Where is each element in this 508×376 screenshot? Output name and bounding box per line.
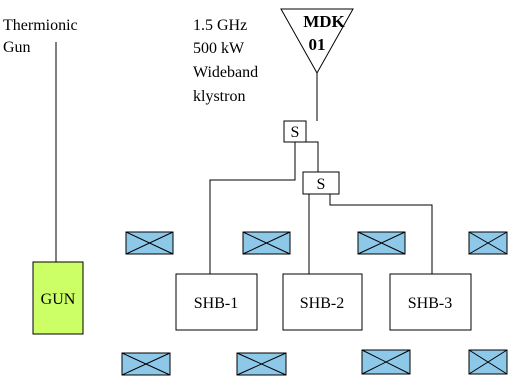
gun-box[interactable]	[32, 261, 84, 335]
klystron-caption-line-1: 1.5 GHz	[193, 17, 247, 34]
shb-3-label: SHB-3	[408, 295, 452, 312]
quadrupole-row-top	[125, 231, 508, 255]
gun-box-label: GUN	[41, 291, 76, 308]
klystron-caption-line-3: Wideband	[193, 64, 258, 81]
quadrupole-x-icon	[236, 352, 287, 376]
shb-1-label: SHB-1	[194, 295, 238, 312]
gun-caption-line-1: Thermionic	[3, 17, 78, 34]
shb-2-label: SHB-2	[300, 295, 344, 312]
klystron-caption-line-4: klystron	[193, 88, 245, 105]
klystron-triangle-icon[interactable]	[280, 8, 354, 75]
splitter-2[interactable]	[302, 171, 340, 195]
klystron-id-line-1: MDK	[303, 12, 345, 31]
quadrupole-x-icon	[121, 352, 171, 376]
klystron-id-line-2: 01	[309, 35, 326, 54]
rf-line-to-shb-3	[329, 194, 433, 274]
shb-1-box[interactable]	[175, 273, 258, 331]
rf-line-to-splitter-2	[306, 141, 319, 172]
quadrupole-x-icon	[361, 349, 411, 375]
shb-2-box[interactable]	[282, 273, 363, 331]
klystron-caption-line-2: 500 kW	[193, 40, 245, 57]
quadrupole-x-icon	[242, 231, 291, 255]
quadrupole-x-icon	[357, 231, 406, 255]
quadrupole-x-icon	[125, 231, 174, 255]
gun-caption-line-2: Gun	[3, 39, 31, 56]
splitter-2-label: S	[317, 176, 326, 193]
rf-line-to-shb-1	[209, 142, 296, 274]
quadrupole-row-bottom	[121, 349, 508, 376]
shb-3-box[interactable]	[389, 273, 472, 331]
quadrupole-x-icon	[468, 349, 508, 375]
splitter-1-label: S	[291, 124, 300, 141]
quadrupole-x-icon	[468, 231, 508, 255]
